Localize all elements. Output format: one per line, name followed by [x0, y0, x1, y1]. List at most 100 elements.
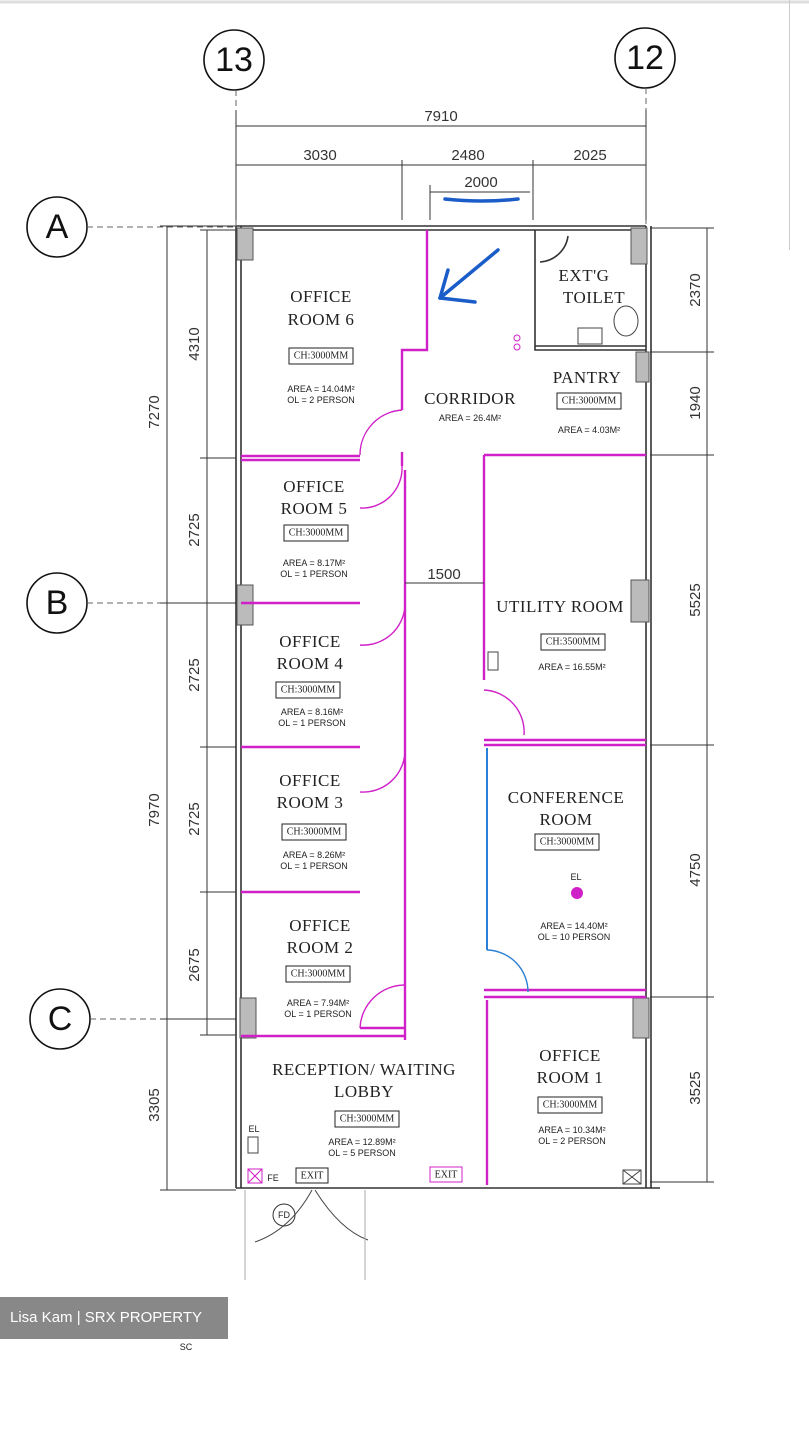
dim-top-2: 2480	[451, 147, 484, 164]
grid-label-c: C	[48, 1000, 73, 1038]
dim-top-1: 3030	[303, 147, 336, 164]
office1-area: AREA = 10.34M²	[538, 1125, 605, 1135]
dim-left-lower: 7970	[146, 793, 163, 826]
corridor-area: AREA = 26.4M²	[439, 413, 501, 423]
exit-sign-2: EXIT	[435, 1170, 458, 1181]
grid-label-13: 13	[215, 41, 253, 79]
office6-area: AREA = 14.04M²	[287, 384, 354, 394]
room-reception: RECEPTION/ WAITING LOBBY CH:3000MM AREA …	[272, 1060, 456, 1158]
office3-ch: CH:3000MM	[287, 827, 342, 838]
office5-area: AREA = 8.17M²	[283, 558, 345, 568]
office1-ol: OL = 2 PERSON	[538, 1136, 605, 1146]
fire-extinguisher-icon	[247, 1168, 263, 1184]
grid-bubble-12: 12	[614, 27, 676, 89]
dim-door-width: 2000	[464, 174, 497, 191]
reception-ol: OL = 5 PERSON	[328, 1148, 395, 1158]
utility-ch: CH:3500MM	[546, 637, 601, 648]
watermark: Lisa Kam | SRX PROPERTY	[0, 1297, 228, 1339]
dim-left-bottom: 3305	[146, 1088, 163, 1121]
fe-label: FE	[267, 1173, 279, 1183]
dim-inner-3: 2725	[186, 658, 203, 691]
grid-bubble-b: B	[26, 572, 88, 634]
office5-ol: OL = 1 PERSON	[280, 569, 347, 579]
office4-ch: CH:3000MM	[281, 685, 336, 696]
reception-area: AREA = 12.89M²	[328, 1137, 395, 1147]
dim-right-1: 2370	[687, 273, 704, 306]
room-office-1: OFFICE ROOM 1 CH:3000MM AREA = 10.34M² O…	[537, 1046, 606, 1146]
grid-bubble-13: 13	[203, 29, 265, 91]
corridor-width-dimension: 1500	[405, 566, 484, 584]
office6-ch: CH:3000MM	[294, 351, 349, 362]
pantry-name: PANTRY	[553, 368, 622, 387]
office1-line1: OFFICE	[539, 1046, 601, 1065]
conference-ol: OL = 10 PERSON	[538, 932, 610, 942]
office4-area: AREA = 8.16M²	[281, 707, 343, 717]
dim-corridor-width: 1500	[427, 566, 460, 583]
grid-bubble-c: C	[29, 988, 91, 1050]
room-conference: CONFERENCE ROOM CH:3000MM EL AREA = 14.4…	[508, 788, 624, 942]
reception-line2: LOBBY	[334, 1082, 394, 1101]
pantry-ch: CH:3000MM	[562, 396, 617, 407]
fd-label: FD	[278, 1210, 290, 1220]
room-office-3: OFFICE ROOM 3 CH:3000MM AREA = 8.26M² OL…	[277, 771, 348, 871]
toilet-line2: TOILET	[563, 288, 625, 307]
conference-el: EL	[570, 872, 581, 882]
dim-inner-5: 2675	[186, 948, 203, 981]
conference-area: AREA = 14.40M²	[540, 921, 607, 931]
office2-line1: OFFICE	[289, 916, 351, 935]
office2-area: AREA = 7.94M²	[287, 998, 349, 1008]
office1-ch: CH:3000MM	[543, 1100, 598, 1111]
office6-line1: OFFICE	[290, 287, 352, 306]
office3-line2: ROOM 3	[277, 793, 344, 812]
office1-line2: ROOM 1	[537, 1068, 604, 1087]
office2-ol: OL = 1 PERSON	[284, 1009, 351, 1019]
dim-inner-2: 2725	[186, 513, 203, 546]
office3-ol: OL = 1 PERSON	[280, 861, 347, 871]
office5-line1: OFFICE	[283, 477, 345, 496]
doors	[254, 235, 569, 1243]
conference-line2: ROOM	[539, 810, 592, 829]
right-dimensions: 2370 1940 5525 4750 3525	[650, 227, 714, 1183]
dim-top-3: 2025	[573, 147, 606, 164]
room-corridor: CORRIDOR AREA = 26.4M²	[424, 389, 516, 423]
office6-line2: ROOM 6	[288, 310, 355, 329]
toilet-line1: EXT'G	[559, 266, 610, 285]
grid-label-12: 12	[626, 39, 664, 77]
fire-door-icon	[272, 1203, 296, 1227]
grid-lines	[87, 88, 647, 1020]
room-utility: UTILITY ROOM CH:3500MM AREA = 16.55M²	[487, 597, 624, 672]
utility-name: UTILITY ROOM	[496, 597, 624, 616]
lobby-el-label: EL	[248, 1124, 259, 1134]
dim-top-total: 7910	[424, 108, 457, 125]
office3-area: AREA = 8.26M²	[283, 850, 345, 860]
room-office-4: OFFICE ROOM 4 CH:3000MM AREA = 8.16M² OL…	[275, 632, 346, 728]
dim-inner-4: 2725	[186, 802, 203, 835]
dim-right-3: 5525	[687, 583, 704, 616]
conference-ch: CH:3000MM	[540, 837, 595, 848]
dim-right-4: 4750	[687, 853, 704, 886]
top-dimensions: 7910 3030 2480 2025 2000	[235, 108, 647, 220]
room-office-2: OFFICE ROOM 2 CH:3000MM AREA = 7.94M² OL…	[284, 916, 353, 1019]
office3-line1: OFFICE	[279, 771, 341, 790]
room-pantry: PANTRY CH:3000MM AREA = 4.03M²	[513, 334, 622, 435]
sc-label: SC	[180, 1342, 193, 1352]
pantry-area: AREA = 4.03M²	[558, 425, 620, 435]
room-toilet: EXT'G TOILET	[559, 266, 639, 345]
lobby-symbols: EL FE EXIT EXIT FD SC	[180, 1124, 642, 1352]
reception-line1: RECEPTION/ WAITING	[272, 1060, 456, 1079]
office5-ch: CH:3000MM	[289, 528, 344, 539]
office2-line2: ROOM 2	[287, 938, 354, 957]
grid-label-a: A	[46, 208, 69, 246]
utility-area: AREA = 16.55M²	[538, 662, 605, 672]
office5-line2: ROOM 5	[281, 499, 348, 518]
grid-bubble-a: A	[26, 196, 88, 258]
conference-line1: CONFERENCE	[508, 788, 624, 807]
toilet-bowl-icon	[613, 305, 639, 337]
basin-icon	[577, 327, 603, 345]
office6-ol: OL = 2 PERSON	[287, 395, 354, 405]
office2-ch: CH:3000MM	[291, 969, 346, 980]
left-dimensions: 7270 7970 3305 4310 2725 2725 2725 2675	[146, 225, 236, 1191]
hand-annotations	[438, 197, 520, 304]
emergency-light-icon	[571, 887, 583, 899]
dim-inner-1: 4310	[186, 327, 203, 360]
